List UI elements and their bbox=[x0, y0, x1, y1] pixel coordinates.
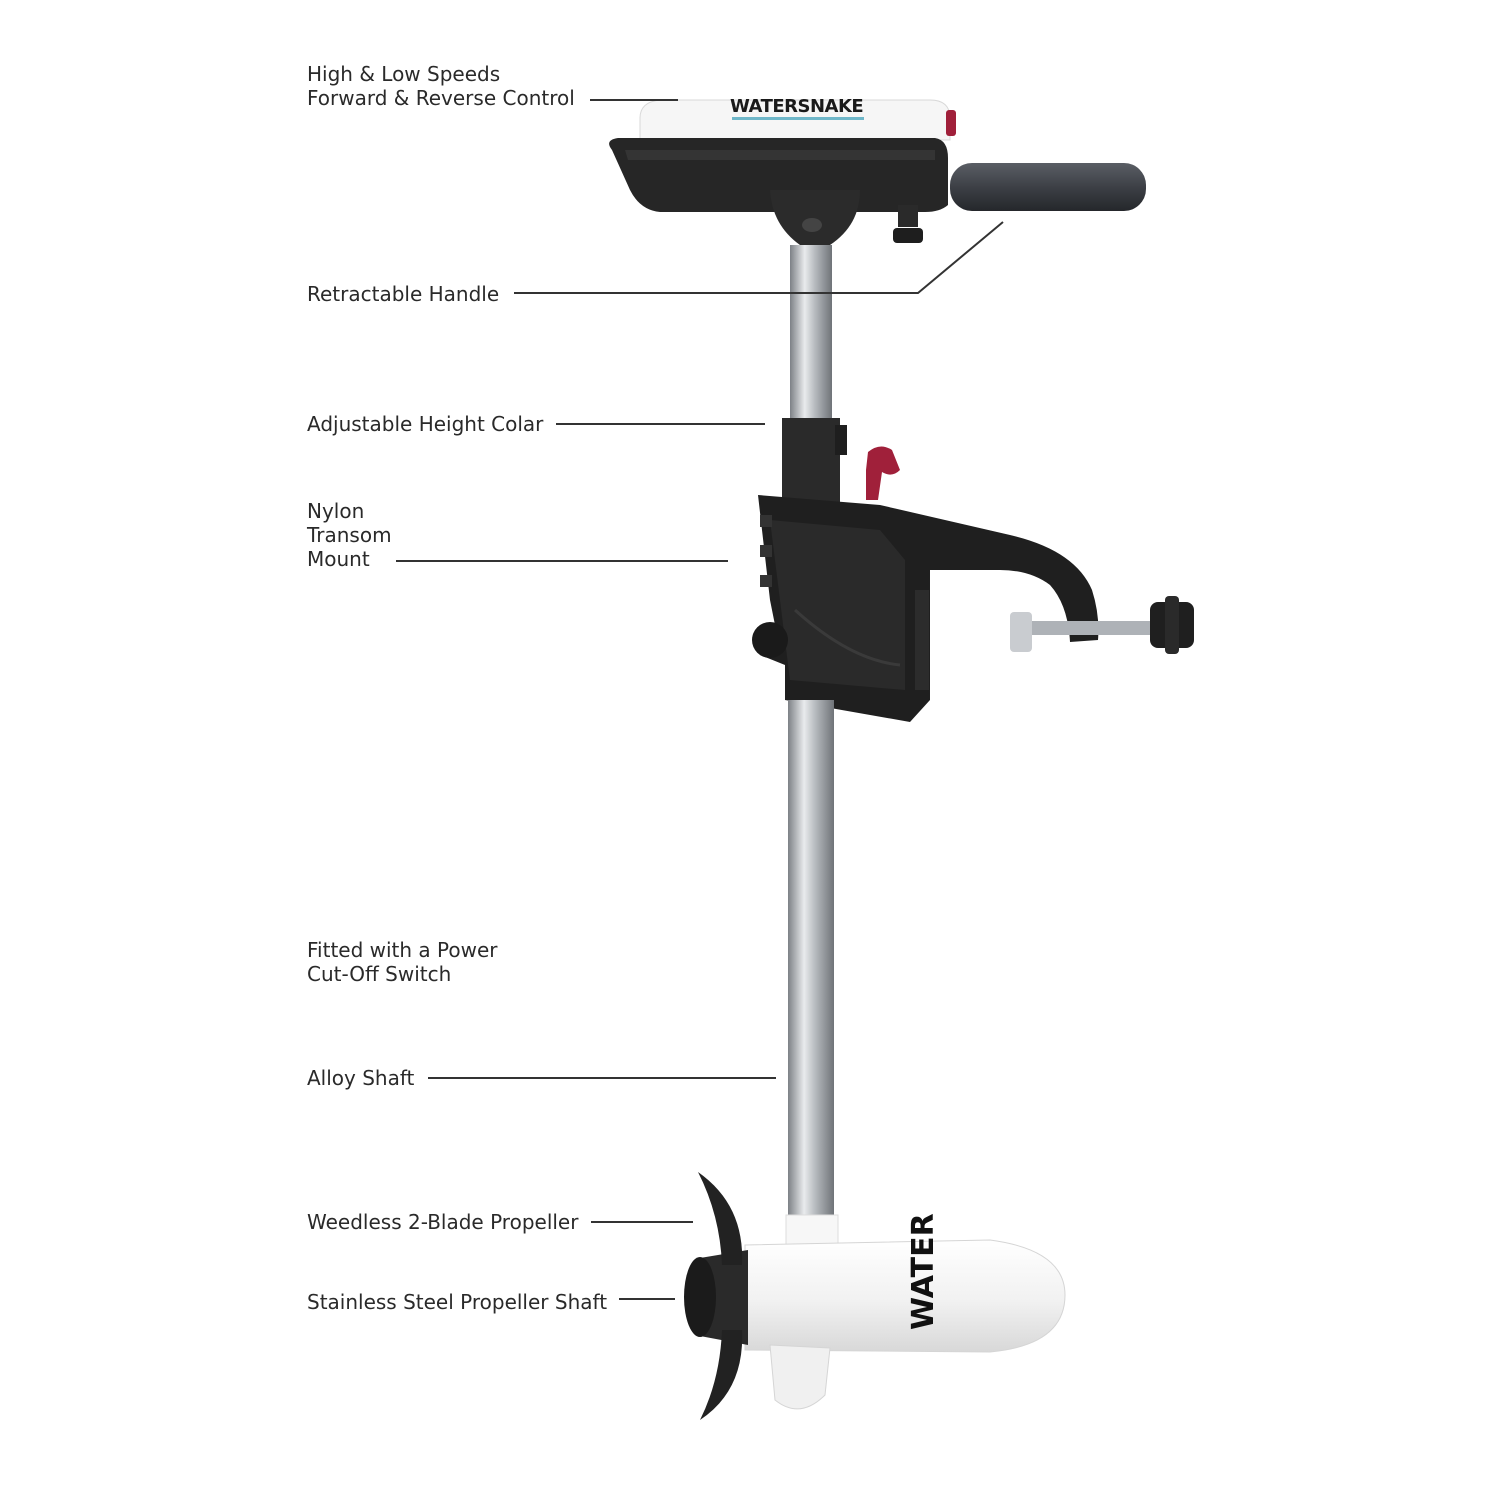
callout-mount-line-3: Mount bbox=[307, 547, 370, 571]
callout-shaft: Alloy Shaft bbox=[307, 1066, 414, 1090]
leader-lines bbox=[396, 99, 1004, 1300]
callout-mount-line-1: Nylon bbox=[307, 499, 365, 523]
callout-handle-line-1: Retractable Handle bbox=[307, 282, 500, 306]
lower-unit: WATER bbox=[684, 1172, 1066, 1420]
control-head bbox=[609, 99, 1146, 245]
callout-prop-shaft-line-1: Stainless Steel Propeller Shaft bbox=[307, 1290, 608, 1314]
callout-cutoff-line-1: Fitted with a Power bbox=[307, 938, 498, 962]
clamp-screw bbox=[1010, 596, 1194, 654]
callout-collar-line-1: Adjustable Height Colar bbox=[307, 412, 544, 436]
callout-mount: Nylon Transom Mount bbox=[307, 499, 392, 571]
callout-propeller-line-1: Weedless 2-Blade Propeller bbox=[307, 1210, 579, 1234]
callout-collar: Adjustable Height Colar bbox=[307, 412, 543, 436]
motor-brand-text: WATER bbox=[906, 1213, 941, 1330]
callout-mount-line-2: Transom bbox=[307, 523, 392, 547]
brand-logo: WATERSNAKE bbox=[730, 96, 863, 117]
callout-propeller: Weedless 2-Blade Propeller bbox=[307, 1210, 578, 1234]
callout-handle: Retractable Handle bbox=[307, 282, 499, 306]
callout-speeds-line-1: High & Low Speeds bbox=[307, 62, 501, 86]
tiller-grip bbox=[950, 163, 1146, 211]
lower-shaft bbox=[788, 700, 834, 1220]
callout-speeds: High & Low Speeds Forward & Reverse Cont… bbox=[307, 62, 575, 110]
callout-speeds-line-2: Forward & Reverse Control bbox=[307, 86, 575, 110]
upper-shaft bbox=[790, 245, 832, 425]
brand-logo-underline bbox=[732, 117, 864, 120]
callout-cutoff-line-2: Cut-Off Switch bbox=[307, 962, 452, 986]
callout-cutoff: Fitted with a Power Cut-Off Switch bbox=[307, 938, 498, 986]
callout-shaft-line-1: Alloy Shaft bbox=[307, 1066, 415, 1090]
leader-handle bbox=[514, 221, 1004, 294]
transom-mount bbox=[752, 495, 1099, 722]
callout-prop-shaft: Stainless Steel Propeller Shaft bbox=[307, 1290, 607, 1314]
